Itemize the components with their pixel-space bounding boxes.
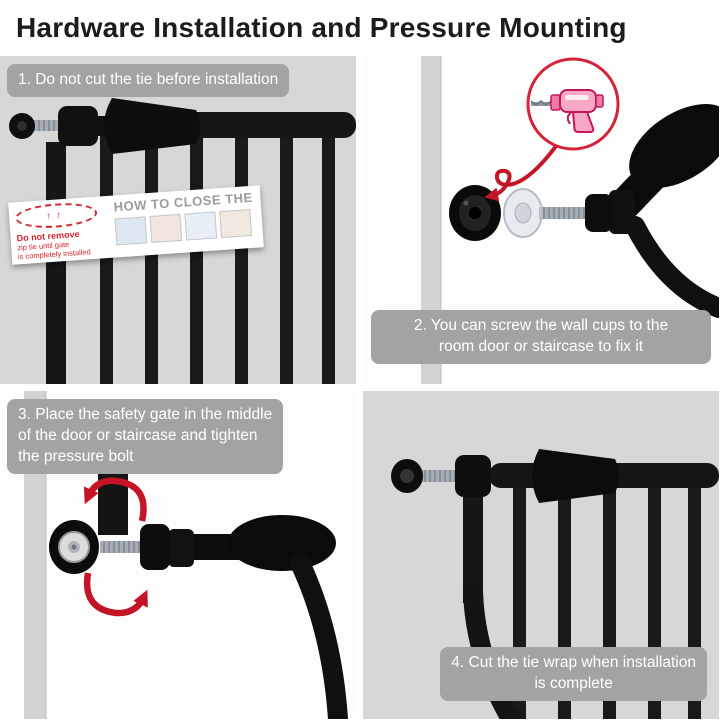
gate-bars xyxy=(46,136,335,384)
wall-cup-mounting-illustration xyxy=(421,56,719,384)
curved-arrow-icon xyxy=(484,140,561,202)
drill-icon xyxy=(530,89,604,133)
step-4-label: 4. Cut the tie wrap when installation is… xyxy=(440,647,707,701)
step-2-panel: 2. You can screw the wall cups to the ro… xyxy=(363,56,719,384)
steps-grid: ↑↑ Do not remove zip tie until gate is c… xyxy=(0,56,720,719)
instruction-thumbnail xyxy=(184,211,218,241)
pressure-bolt xyxy=(391,455,491,497)
banner-thumbnails xyxy=(114,208,257,246)
rotation-arrows-icon xyxy=(83,477,148,617)
clear-wall-cup xyxy=(503,188,543,238)
gate-top-rail xyxy=(489,449,719,503)
step-4-panel: 4. Cut the tie wrap when installation is… xyxy=(363,391,719,719)
instruction-thumbnail xyxy=(114,216,148,246)
wall-cup xyxy=(49,520,99,574)
step-1-panel: ↑↑ Do not remove zip tie until gate is c… xyxy=(0,56,356,384)
page-title: Hardware Installation and Pressure Mount… xyxy=(16,12,627,43)
banner-instructions-block: HOW TO CLOSE THE xyxy=(113,190,257,254)
pressure-bolt xyxy=(100,524,170,570)
step-2-label: 2. You can screw the wall cups to the ro… xyxy=(371,310,711,364)
gate-corner-post xyxy=(605,104,719,318)
pressure-bolt xyxy=(539,194,613,232)
gate-with-tag-illustration xyxy=(9,98,356,384)
drill-inset-circle xyxy=(526,57,620,151)
step-3-panel: 3. Place the safety gate in the middle o… xyxy=(0,391,356,719)
instruction-thumbnail xyxy=(149,213,183,243)
zip-tie-arrow-glyphs: ↑↑ xyxy=(45,209,67,222)
gate-corner-post xyxy=(98,431,348,719)
zip-tie-arrows-icon: ↑↑ xyxy=(14,200,98,231)
instruction-thumbnail xyxy=(219,208,253,239)
banner-warning-block: ↑↑ Do not remove zip tie until gate is c… xyxy=(14,200,110,261)
gate-top-rail xyxy=(90,98,356,154)
step-1-label: 1. Do not cut the tie before installatio… xyxy=(7,64,290,97)
pressure-bolt xyxy=(9,106,98,146)
step-3-label: 3. Place the safety gate in the middle o… xyxy=(7,399,284,474)
